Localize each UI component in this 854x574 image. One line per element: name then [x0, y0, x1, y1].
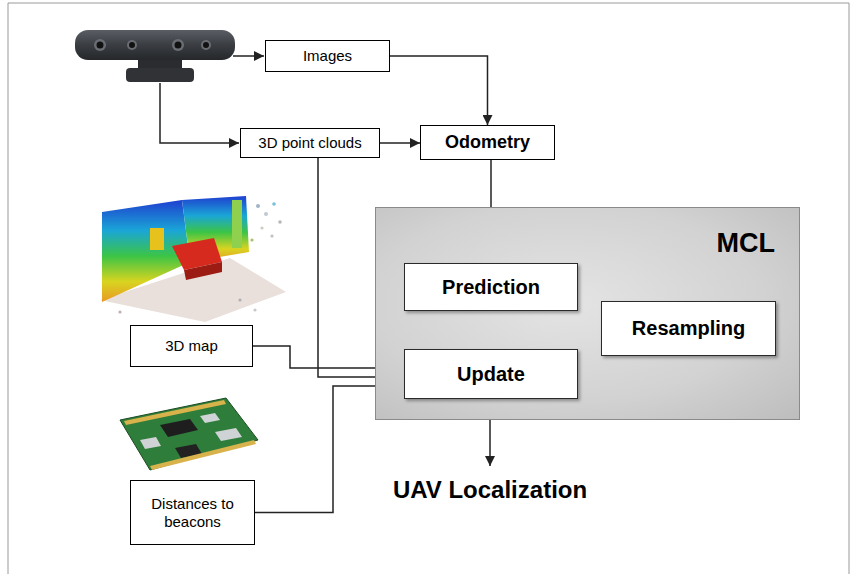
data-box: 3D point clouds — [240, 128, 380, 158]
component — [200, 413, 220, 423]
cloud-point — [260, 226, 263, 229]
cloud-point — [250, 238, 253, 241]
camera-wire — [233, 55, 264, 57]
point-cloud-picture — [100, 196, 286, 322]
cloud-point — [270, 234, 273, 237]
camera-wire — [160, 83, 239, 143]
process-box: Resampling — [601, 301, 776, 356]
process-box: Update — [404, 349, 578, 399]
data-box: Distances to beacons — [130, 480, 255, 545]
camera-base — [126, 68, 194, 82]
box-text: Resampling — [632, 317, 745, 340]
camera-lens — [201, 40, 211, 50]
output-label: UAV Localization — [393, 476, 587, 504]
camera-body — [75, 30, 235, 60]
camera-lens — [97, 42, 104, 49]
pcb — [120, 398, 258, 470]
camera-lens — [172, 39, 184, 51]
camera-lens — [127, 40, 137, 50]
box-text: 3D map — [165, 337, 218, 354]
camera-lens — [203, 42, 209, 48]
cloud-table — [184, 262, 222, 280]
pin-header — [150, 440, 256, 470]
cloud-point — [264, 212, 268, 216]
camera-lens — [94, 39, 106, 51]
cloud-pillar — [232, 200, 242, 248]
panel-title: MCL — [376, 228, 775, 259]
data-box: Images — [265, 40, 390, 72]
component — [140, 437, 161, 449]
box-text: Prediction — [442, 276, 540, 299]
process-box: Prediction — [404, 263, 578, 311]
box-text: Update — [457, 363, 525, 386]
pin-header — [124, 400, 226, 425]
box-text: 3D point clouds — [258, 134, 361, 151]
group-panel: MCL PredictionResamplingUpdate — [375, 207, 800, 420]
box-text: Images — [303, 47, 352, 64]
cloud-point — [238, 298, 241, 301]
cloud-point — [256, 204, 260, 208]
cloud-point — [278, 220, 282, 224]
box-text: Distances to beacons — [137, 495, 248, 530]
cloud-point — [272, 202, 276, 206]
flow-arrow — [390, 56, 488, 125]
depth-camera — [75, 30, 235, 82]
cloud-chair — [150, 228, 164, 250]
data-box: 3D map — [130, 325, 253, 367]
box-text: Odometry — [445, 132, 530, 153]
cloud-point — [253, 308, 256, 311]
camera-lens — [175, 42, 182, 49]
camera-lens — [129, 42, 135, 48]
cloud-point — [118, 310, 121, 313]
beacon-board-picture — [120, 398, 258, 470]
figure-frame — [8, 3, 849, 574]
process-box: Odometry — [420, 125, 555, 160]
component — [215, 428, 242, 441]
flow-arrow — [380, 142, 420, 144]
chip — [160, 419, 198, 437]
